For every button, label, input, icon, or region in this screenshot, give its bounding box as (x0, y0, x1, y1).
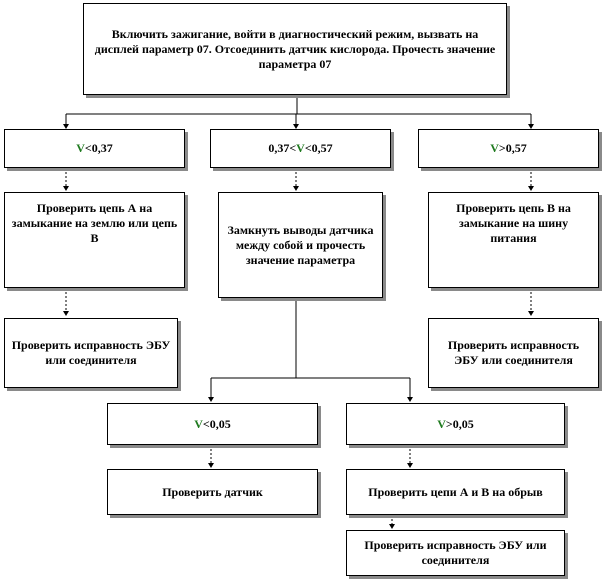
condition-v-mid-lower: 0,37< (268, 141, 297, 155)
condition-v-below-005: V<0,05 (107, 403, 318, 445)
check-circuit-b-text: Проверить цепь В на замыкание на шину пи… (456, 201, 571, 245)
check-ecu-bottom: Проверить исправность ЭБУ или соединител… (346, 530, 565, 576)
short-sensor-leads-text: Замкнуть выводы датчика между собой и пр… (227, 222, 374, 267)
condition-v-above-005: V>0,05 (346, 403, 565, 445)
short-sensor-leads: Замкнуть выводы датчика между собой и пр… (218, 192, 383, 298)
condition-v-above-005-value: >0,05 (445, 416, 474, 431)
condition-v-below-005-value: <0,05 (202, 416, 231, 431)
condition-v-high-value: >0,57 (498, 141, 527, 155)
condition-v-high: V>0,57 (418, 129, 599, 168)
check-sensor-text: Проверить датчик (162, 484, 263, 499)
condition-v-low-value: <0,37 (84, 141, 113, 155)
check-open-circuit-text: Проверить цепи А и В на обрыв (368, 484, 543, 499)
check-sensor: Проверить датчик (107, 469, 318, 515)
check-ecu-right-text: Проверить исправность ЭБУ или соединител… (447, 338, 580, 367)
condition-v-high-symbol: V (490, 141, 499, 155)
check-circuit-b: Проверить цепь В на замыкание на шину пи… (428, 192, 599, 288)
check-open-circuit: Проверить цепи А и В на обрыв (346, 469, 565, 515)
condition-v-mid: 0,37<V<0,57 (210, 129, 391, 168)
start-step: Включить зажигание, войти в диагностичес… (83, 3, 507, 95)
condition-v-below-005-symbol: V (194, 416, 203, 431)
condition-v-low: V<0,37 (4, 129, 185, 168)
check-ecu-left-text: Проверить исправность ЭБУ или соединител… (11, 338, 171, 367)
start-step-text: Включить зажигание, войти в диагностичес… (94, 26, 496, 71)
check-ecu-right: Проверить исправность ЭБУ или соединител… (428, 318, 599, 388)
check-circuit-a: Проверить цепь А на замыкание на землю и… (4, 192, 185, 288)
check-ecu-left: Проверить исправность ЭБУ или соединител… (4, 318, 178, 388)
condition-v-low-symbol: V (76, 141, 85, 155)
condition-v-mid-symbol: V (296, 141, 305, 155)
condition-v-mid-upper: <0,57 (304, 141, 333, 155)
check-circuit-a-text: Проверить цепь А на замыкание на землю и… (11, 201, 178, 245)
condition-v-above-005-symbol: V (437, 416, 446, 431)
check-ecu-bottom-text: Проверить исправность ЭБУ или соединител… (364, 538, 547, 567)
